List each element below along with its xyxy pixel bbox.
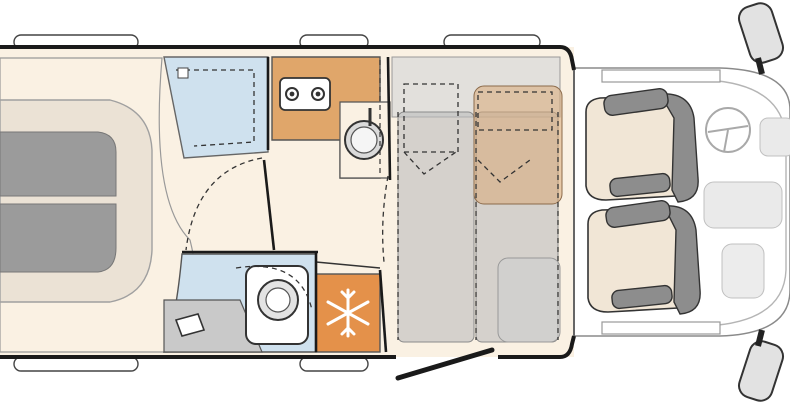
shower-dashed-rim: [176, 69, 255, 147]
steering-wheel-icon: [705, 107, 751, 153]
shower-tray: [163, 56, 269, 159]
mattress-bottom: [0, 203, 117, 273]
toilet-swing-dashed: [235, 265, 313, 311]
cab-seats: [585, 87, 701, 315]
toilet-icon: [245, 265, 309, 345]
outer-walls: [0, 45, 576, 359]
door-swing-rear: [185, 157, 263, 251]
bathroom-sink-icon: [174, 313, 206, 337]
wall-top: [0, 45, 576, 71]
dash-console-top: [759, 117, 790, 157]
cab-door-step-bottom: [601, 321, 721, 335]
dinette-bench-left: [397, 111, 475, 343]
kitchen: [271, 56, 391, 179]
hob-icon: [279, 77, 331, 111]
bathroom-vanity: [163, 299, 263, 353]
partitions: [182, 56, 392, 353]
snowflake-icon: [326, 288, 370, 338]
wall-bottom-front: [498, 335, 576, 359]
shower-drain-icon: [177, 67, 189, 79]
entry-door: [395, 347, 495, 381]
passenger-seat: [587, 199, 701, 315]
mirror-bottom: [737, 340, 785, 402]
roof-cap-bottom-left: [13, 356, 139, 372]
dinette-table: [473, 85, 563, 205]
dash-console-mid: [703, 181, 783, 229]
dash-console-low: [721, 243, 765, 299]
entry-door-leaf: [395, 347, 495, 381]
shower: [163, 56, 269, 159]
dinette-seat-lower: [497, 257, 561, 343]
cab-door-step-top: [601, 69, 721, 83]
rear-bed: [0, 57, 198, 353]
sink-icon: [344, 108, 384, 160]
bunk-bed-dashed: [397, 83, 559, 340]
bathroom: [162, 253, 317, 353]
dinette: [391, 56, 563, 343]
door-swings: [185, 157, 389, 263]
mattress-top: [0, 131, 117, 197]
fridge: [315, 261, 381, 353]
roof-cap-bottom-mid: [299, 356, 369, 372]
fridge-top-line: [315, 261, 381, 269]
side-mirrors: [737, 2, 785, 402]
driver-seat: [585, 87, 699, 203]
mirror-top: [737, 2, 785, 64]
